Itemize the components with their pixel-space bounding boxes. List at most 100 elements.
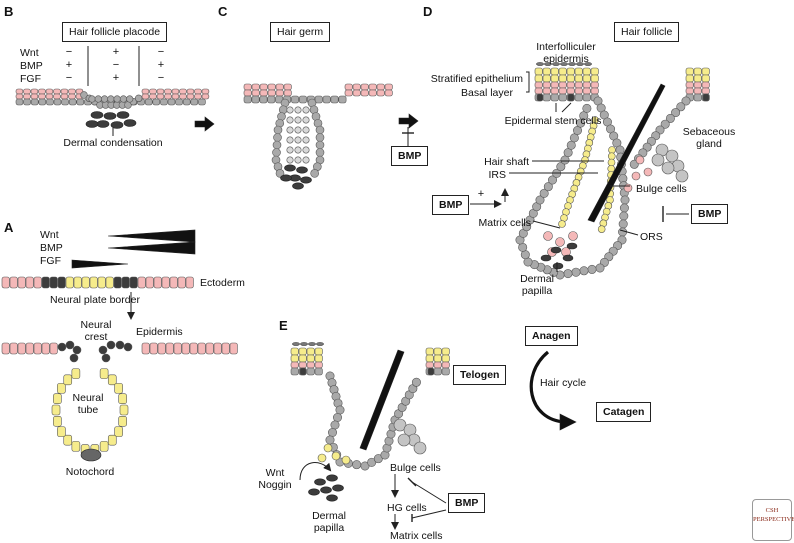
placode-pink-cell — [141, 88, 150, 95]
germ-inner-cell — [286, 106, 294, 114]
epidermis-cell — [49, 342, 58, 355]
logo-text: CSH PERSPECTIVES — [753, 507, 794, 523]
germ-pink-cell — [352, 89, 361, 97]
germ-basal-cell — [291, 95, 299, 104]
bmp-bulge-inhibit-e — [411, 481, 447, 504]
neural-tube-cell — [53, 415, 62, 427]
germ-pink-cell — [384, 89, 393, 97]
cornified-cell — [584, 62, 592, 66]
placode-pink-cell — [194, 93, 202, 100]
telogen-pink-cell — [290, 361, 299, 369]
germ-pink-cell — [267, 89, 276, 97]
ectoderm-cell — [1, 276, 10, 289]
placode-pink-cell — [156, 93, 165, 100]
germ-pink-cell — [243, 89, 252, 97]
ectoderm-cell — [33, 276, 42, 289]
stratified-yellow-cell — [701, 74, 710, 83]
placode-pink-cell — [60, 88, 69, 95]
germ-inner-cell — [302, 146, 310, 154]
epidermis-cell — [149, 342, 158, 355]
cornified-cell — [316, 342, 324, 346]
germ-inner-cell — [286, 116, 294, 124]
germ-basal-cell — [243, 95, 252, 104]
dermal-condensation-cell — [110, 121, 124, 129]
stratified-pink-cell — [582, 87, 591, 95]
dermal-condensation-cell — [85, 120, 99, 128]
germ-pink-cell — [251, 83, 260, 91]
stratified-pink-cell — [542, 87, 551, 95]
matrix-pointer — [532, 220, 561, 229]
bulge-cell — [635, 155, 645, 165]
telogen-sebaceous-cell — [413, 441, 427, 455]
hair-cycle-label: Hair cycle — [539, 377, 587, 389]
germ-pink-cell — [352, 83, 361, 91]
telogen-yellow-cell — [441, 347, 450, 356]
germ-pink-cell — [259, 83, 268, 91]
epidermis-cell — [141, 342, 150, 355]
ectoderm-cell — [25, 276, 34, 289]
ors-cell — [595, 263, 605, 273]
telogen-ors-cell — [330, 420, 340, 430]
stratified-pink-cell — [534, 87, 543, 95]
germ-basal-cell — [298, 95, 307, 104]
ectoderm-cell — [57, 276, 66, 289]
bulge-cell — [631, 171, 641, 181]
ors-cell — [660, 119, 670, 129]
neural-crest-cell — [98, 345, 108, 355]
telogen-yellow-cell — [290, 354, 299, 363]
placode-pink-cell — [194, 88, 202, 95]
interfollicular-label: Interfolliculer epidermis — [536, 41, 596, 65]
ectoderm-cell — [89, 276, 98, 289]
telogen-ors-cell — [327, 427, 337, 437]
panel-transition-arrow — [194, 116, 215, 132]
ors-cell — [587, 264, 597, 274]
wnt-noggin-label: Wnt Noggin — [258, 467, 292, 491]
neural-tube-cell — [63, 434, 73, 446]
ectoderm-cell — [41, 276, 50, 289]
germ-inner-cell — [286, 126, 294, 134]
ectoderm-cell — [73, 276, 82, 289]
irs-cell — [607, 164, 616, 173]
stratified-yellow-cell — [590, 74, 599, 83]
sign-bmp-3: + — [157, 59, 165, 71]
epidermis-cell — [189, 342, 198, 355]
placode-pink-cell — [53, 88, 61, 95]
stratified-yellow-cell — [582, 67, 591, 76]
telogen-ors-cell — [352, 460, 362, 470]
dermal-papilla-label-d: Dermal papilla — [520, 273, 554, 297]
placode-pink-cell — [201, 93, 210, 100]
germ-inner-cell — [294, 156, 302, 164]
cornified-cell — [568, 62, 576, 66]
stem-cells-label: Epidermal stem cells — [504, 115, 602, 127]
neural-tube-cell — [71, 368, 81, 379]
stratified-yellow-cell — [701, 67, 710, 76]
ectoderm-cell — [17, 276, 26, 289]
germ-pink-cell — [344, 89, 353, 97]
cornified-cell — [308, 342, 316, 346]
epidermis-cell — [221, 342, 230, 355]
stratified-pink-cell — [590, 81, 599, 89]
ors-cell — [665, 113, 675, 123]
ors-cell — [563, 269, 573, 279]
telogen-papilla-cell — [320, 486, 332, 494]
germ-pink-cell — [368, 83, 377, 91]
germ-pink-cell — [259, 89, 268, 97]
neural-crest-cell — [69, 353, 79, 363]
placode-basal-cell — [190, 98, 199, 106]
telogen-stem-cell — [299, 367, 307, 376]
hg-cells-label: HG cells — [387, 502, 427, 514]
ectoderm-cell — [113, 276, 122, 289]
dermal-condensation-cell — [123, 119, 137, 127]
placode-cell — [94, 95, 102, 103]
fgf-gradient — [71, 259, 129, 269]
stratified-pink-cell — [590, 87, 599, 95]
germ-inner-cell — [302, 126, 310, 134]
ectoderm-cell — [97, 276, 106, 289]
catagen-box: Catagen — [596, 402, 652, 422]
neural-tube-cell — [118, 415, 127, 427]
germ-cell — [273, 125, 283, 135]
germ-inner-cell — [302, 136, 310, 144]
panel-label-c: C — [218, 4, 228, 19]
stratified-yellow-cell — [550, 74, 559, 83]
placode-pink-cell — [68, 93, 76, 100]
